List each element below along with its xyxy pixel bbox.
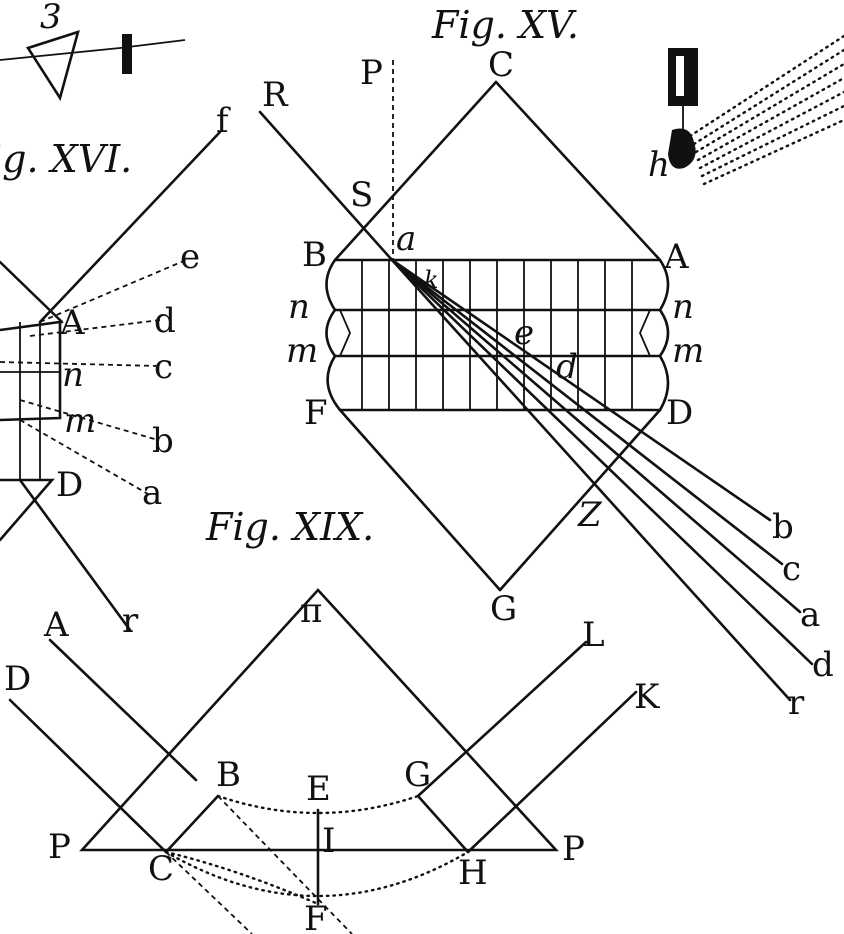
fig-xvi-label-A: A — [59, 303, 85, 343]
fig-xvi-ray-f — [38, 130, 222, 324]
fig-xv-label-a-point: a — [396, 219, 416, 259]
fig-xv-edge-C-B — [333, 80, 498, 262]
fig-xix-label-A: A — [43, 605, 69, 645]
fig-xv-title: Fig. XV. — [431, 3, 579, 47]
fig-xv-label-A: A — [663, 237, 689, 277]
fig-xv-label-d: d — [812, 645, 834, 685]
fig-xv-label-P: P — [360, 53, 383, 93]
fig-xix-label-I: I — [322, 821, 335, 861]
fig-xv-ray-c — [390, 258, 784, 566]
lamp-light-beam — [688, 34, 844, 186]
fig-xix-ray-L — [416, 640, 588, 798]
fig-xv-label-m-left: m — [286, 331, 318, 371]
fig-xv-label-c: c — [782, 549, 801, 589]
fig-xix-dotted-arc-lower — [164, 850, 470, 898]
fig-xv-label-n-right: n — [672, 287, 694, 327]
fig-xvi-label-d: d — [154, 301, 176, 341]
fig-xv-ray-r — [390, 258, 792, 702]
lamp-flame — [668, 128, 696, 169]
fig-xvi-title: ig. XVI. — [0, 137, 132, 181]
fig-xvi-label-f: f — [216, 101, 231, 141]
fig-xix-label-C: C — [148, 849, 174, 889]
fig-xix-label-K: K — [634, 677, 660, 717]
fig-xvi-label-m: m — [64, 401, 96, 441]
fig-xv-label-S: S — [350, 175, 373, 215]
fig-3-numeral: 3 — [40, 0, 62, 37]
fig-xv-ray-b — [390, 258, 772, 522]
fig-xix-label-D: D — [4, 659, 31, 699]
fig-xix-label-F: F — [304, 899, 328, 934]
fig-xvi-dashed-b — [19, 399, 159, 441]
fig-xv-label-r: r — [788, 683, 805, 723]
figure-xix: Fig. XIX. π A L D K B E G P C I H P F — [4, 505, 660, 934]
fig-xix-ray-A — [48, 638, 198, 782]
fig-xvi-lower-prism — [0, 478, 55, 542]
small-lens-mark — [122, 34, 132, 74]
fig-xix-segment-C-B — [164, 794, 220, 854]
fig-xvi-label-n: n — [62, 355, 84, 395]
figure-xvi: ig. XVI. f e A d c n m b a D r — [0, 101, 231, 641]
fig-xix-dotted-arc-upper — [216, 794, 420, 815]
fig-xix-dashed-C — [165, 851, 253, 934]
fig-xv-label-B: B — [302, 235, 327, 275]
fig-xv-label-D: D — [666, 393, 693, 433]
fig-xix-label-P-right: P — [562, 829, 585, 869]
fig-xvi-ray-r — [18, 478, 132, 632]
fig-xix-label-G: G — [404, 755, 431, 795]
fig-xvi-label-b: b — [152, 421, 174, 461]
figure-xv: Fig. XV. — [258, 3, 834, 723]
fig-xv-label-R: R — [262, 75, 289, 115]
fig-xix-label-pi: π — [300, 591, 322, 631]
fig-xv-side-notches — [339, 309, 651, 357]
fig-xv-lamp: h — [648, 34, 844, 186]
fig-xv-label-a: a — [800, 595, 820, 635]
fig-xv-label-e: e — [514, 313, 534, 353]
fig-xvi-label-r: r — [122, 601, 139, 641]
fig-xv-label-n-left: n — [288, 287, 310, 327]
fig-3-prism-fragment: 3 — [0, 0, 186, 102]
fig-xix-label-E: E — [306, 769, 331, 809]
fig-xv-label-C: C — [488, 45, 514, 85]
fig-xvi-label-a: a — [142, 473, 162, 513]
prism-ray — [0, 39, 186, 61]
fig-xvi-dashed-d — [29, 319, 161, 337]
fig-xv-label-b: b — [772, 507, 794, 547]
fig-xix-label-B: B — [216, 755, 241, 795]
fig-xv-ray-a — [390, 258, 802, 614]
fig-xix-dotted-curve-C-F — [164, 850, 320, 906]
fig-xix-label-P-left: P — [48, 827, 71, 867]
fig-xv-edge-F-G — [338, 408, 502, 592]
fig-xix-segment-G-H — [416, 794, 470, 854]
fig-xvi-left-edge — [0, 260, 64, 324]
fig-xv-label-G: G — [490, 589, 517, 629]
fig-xv-label-k: k — [424, 266, 439, 294]
fig-xv-ray-R — [258, 110, 394, 262]
fig-xix-label-H: H — [458, 853, 488, 893]
fig-xvi-label-c: c — [154, 347, 173, 387]
fig-xv-label-Z: Z — [577, 495, 603, 535]
fig-xix-ray-K — [466, 690, 638, 854]
fig-xix-label-L: L — [582, 615, 605, 655]
fig-xvi-dashed-a — [19, 419, 149, 495]
fig-xv-right-convex — [658, 258, 670, 412]
lamp-label-h: h — [648, 145, 670, 185]
fig-xix-ray-D — [8, 698, 168, 854]
fig-xv-grid — [361, 260, 633, 410]
fig-xv-edge-D-G — [498, 408, 662, 592]
fig-xvi-label-D: D — [56, 465, 83, 505]
lamp-highlight — [676, 56, 684, 96]
fig-xv-edge-C-A — [494, 80, 662, 262]
fig-xv-label-m-right: m — [672, 331, 704, 371]
small-prism-triangle — [25, 30, 80, 102]
fig-xv-left-convex — [325, 258, 342, 412]
fig-xix-title: Fig. XIX. — [205, 505, 374, 549]
fig-xv-ray-d — [390, 258, 814, 666]
fig-xv-label-F: F — [304, 393, 328, 433]
fig-xix-dashed-B — [217, 795, 353, 934]
fig-xv-label-d-point: d — [556, 347, 578, 387]
fig-xvi-slab — [0, 320, 62, 422]
fig-xvi-label-e: e — [180, 237, 200, 277]
